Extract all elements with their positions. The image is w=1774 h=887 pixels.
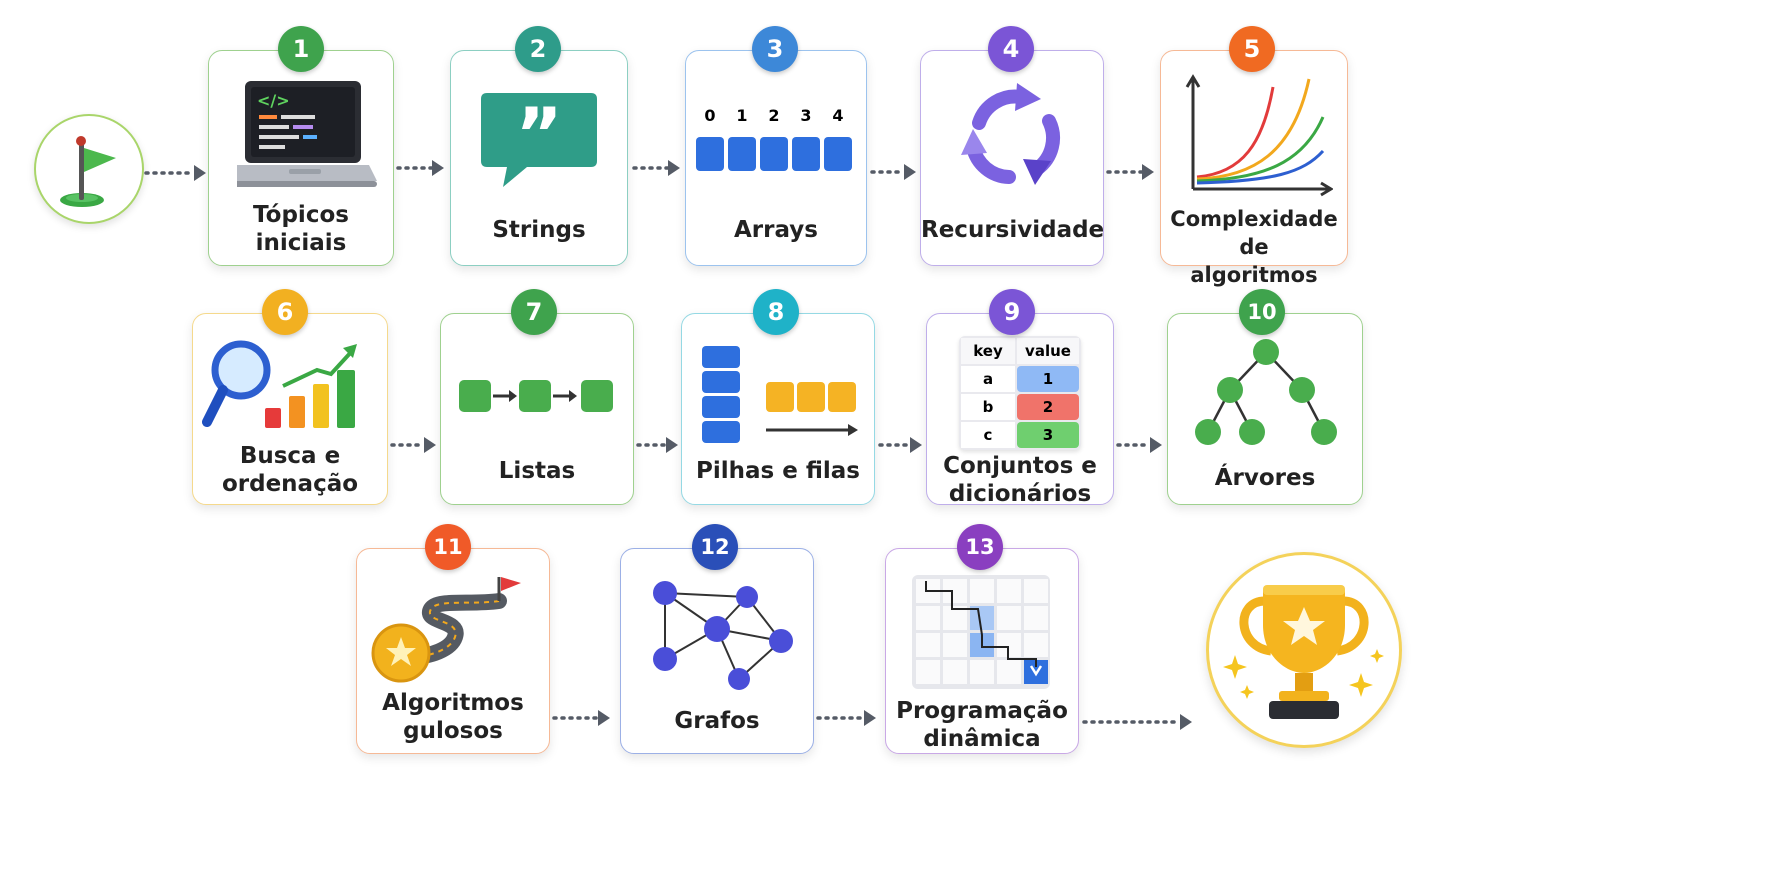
quote-bubble-icon: ” bbox=[481, 92, 597, 187]
laptop-code-icon: </> bbox=[237, 81, 377, 187]
growth-curves-icon bbox=[1185, 74, 1333, 197]
step-badge-13: 13 bbox=[957, 524, 1003, 570]
array-cell bbox=[824, 137, 852, 171]
step-badge-7: 7 bbox=[511, 289, 557, 335]
linked-list-icon bbox=[459, 380, 613, 412]
step-label: Grafos bbox=[674, 708, 760, 734]
table-header: key bbox=[961, 338, 1015, 364]
step-badge-8: 8 bbox=[753, 289, 799, 335]
table-cell: c bbox=[961, 422, 1015, 448]
step-label: Conjuntos e bbox=[943, 453, 1097, 479]
step-label: Algoritmos bbox=[382, 690, 524, 716]
cycle-arrows-icon bbox=[961, 83, 1060, 185]
step-label: dinâmica bbox=[923, 726, 1041, 752]
array-cell bbox=[696, 137, 724, 171]
step-badge-9: 9 bbox=[989, 289, 1035, 335]
step-label: iniciais bbox=[255, 230, 347, 256]
step-card-5: Complexidade de algoritmos bbox=[1160, 50, 1348, 287]
table-cell: 1 bbox=[1017, 366, 1079, 392]
stack-queue-icon bbox=[702, 346, 858, 443]
step-label: dicionários bbox=[948, 481, 1092, 507]
step-label: Complexidade de bbox=[1170, 207, 1338, 259]
svg-text:</>: </> bbox=[257, 91, 290, 110]
step-label: Árvores bbox=[1214, 465, 1316, 491]
step-badge-12: 12 bbox=[692, 524, 738, 570]
array-index: 2 bbox=[768, 106, 780, 125]
dp-grid-icon bbox=[912, 575, 1050, 689]
step-label: Tópicos bbox=[253, 202, 349, 228]
step-card-3: 0 1 2 3 4 Arrays bbox=[685, 50, 867, 266]
array-index: 4 bbox=[832, 106, 844, 125]
array-cell bbox=[792, 137, 820, 171]
array-index: 0 bbox=[704, 106, 716, 125]
step-badge-2: 2 bbox=[515, 26, 561, 72]
step-label: gulosos bbox=[403, 718, 503, 744]
dictionary-table: key value a 1 b 2 c 3 bbox=[959, 336, 1081, 450]
step-label: Pilhas e filas bbox=[696, 458, 860, 484]
search-chart-icon bbox=[202, 340, 357, 428]
step-label: Programação bbox=[896, 698, 1068, 724]
step-label: Arrays bbox=[734, 217, 818, 243]
step-label: Strings bbox=[492, 217, 586, 243]
step-badge-10: 10 bbox=[1239, 289, 1285, 335]
array-index: 3 bbox=[800, 106, 812, 125]
array-cell bbox=[728, 137, 756, 171]
table-cell: a bbox=[961, 366, 1015, 392]
table-cell: 3 bbox=[1017, 422, 1079, 448]
step-label: algoritmos bbox=[1190, 263, 1318, 287]
svg-text:”: ” bbox=[515, 92, 562, 176]
table-cell: b bbox=[961, 394, 1015, 420]
table-cell: 2 bbox=[1017, 394, 1079, 420]
table-header: value bbox=[1017, 338, 1079, 364]
flag-icon bbox=[60, 136, 116, 207]
step-badge-3: 3 bbox=[752, 26, 798, 72]
start-flag bbox=[34, 114, 144, 224]
step-badge-11: 11 bbox=[425, 524, 471, 570]
step-label: Recursividade bbox=[921, 217, 1105, 243]
tree-icon bbox=[1195, 339, 1337, 445]
trophy-icon bbox=[1223, 585, 1384, 719]
winding-road-icon bbox=[371, 577, 521, 683]
step-card-12: Grafos bbox=[620, 548, 814, 754]
finish-trophy bbox=[1206, 552, 1402, 748]
graph-network-icon bbox=[653, 581, 793, 690]
step-label: Busca e bbox=[239, 443, 341, 469]
array-diagram: 0 1 2 3 4 bbox=[696, 106, 858, 171]
step-card-10: Árvores bbox=[1167, 313, 1363, 505]
step-label: Listas bbox=[498, 458, 576, 484]
step-badge-6: 6 bbox=[262, 289, 308, 335]
step-card-7: Listas bbox=[440, 313, 634, 505]
step-badge-4: 4 bbox=[988, 26, 1034, 72]
array-cell bbox=[760, 137, 788, 171]
step-badge-5: 5 bbox=[1229, 26, 1275, 72]
step-card-8: Pilhas e filas bbox=[681, 313, 875, 505]
array-index: 1 bbox=[736, 106, 748, 125]
step-label: ordenação bbox=[221, 471, 359, 497]
step-badge-1: 1 bbox=[278, 26, 324, 72]
step-card-4: Recursividade bbox=[920, 50, 1104, 266]
